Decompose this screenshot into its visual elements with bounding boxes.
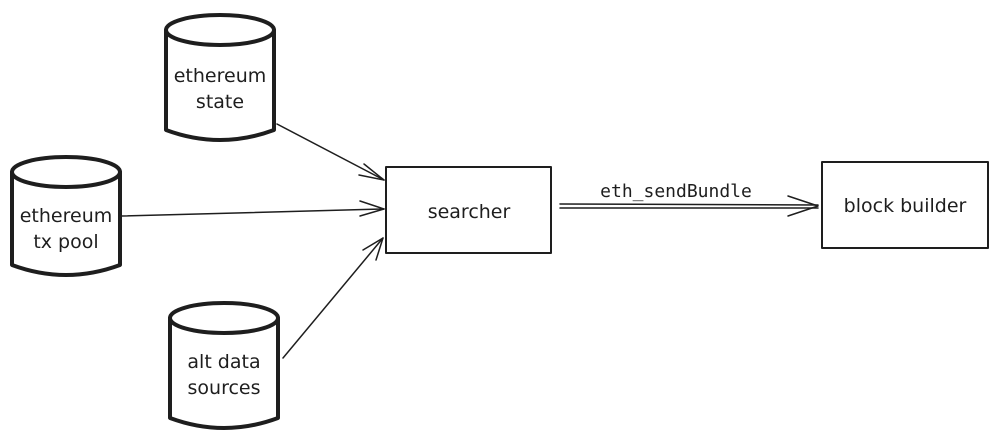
arrow-searcher-to-block-builder: eth_sendBundle xyxy=(559,181,819,217)
ethereum-tx-pool-database: ethereum tx pool xyxy=(10,155,122,277)
ethereum-state-label-line1: ethereum xyxy=(174,65,267,87)
ethereum-state-database: ethereum state xyxy=(164,13,276,142)
eth-send-bundle-label: eth_sendBundle xyxy=(600,181,752,202)
ethereum-state-label-line2: state xyxy=(196,91,244,113)
searcher-node: searcher xyxy=(385,166,552,254)
alt-data-sources-label-line1: alt data xyxy=(187,351,260,373)
alt-data-sources-database: alt data sources xyxy=(168,301,280,430)
arrow-state-to-searcher xyxy=(276,123,385,181)
searcher-label: searcher xyxy=(428,201,511,223)
block-builder-node: block builder xyxy=(821,161,989,249)
ethereum-tx-pool-label-line1: ethereum xyxy=(20,205,113,227)
arrow-alt-data-to-searcher xyxy=(282,237,384,359)
alt-data-sources-label-line2: sources xyxy=(188,377,261,399)
arrow-tx-pool-to-searcher xyxy=(121,200,385,217)
ethereum-tx-pool-label-line2: tx pool xyxy=(33,231,98,253)
block-builder-label: block builder xyxy=(844,195,967,217)
